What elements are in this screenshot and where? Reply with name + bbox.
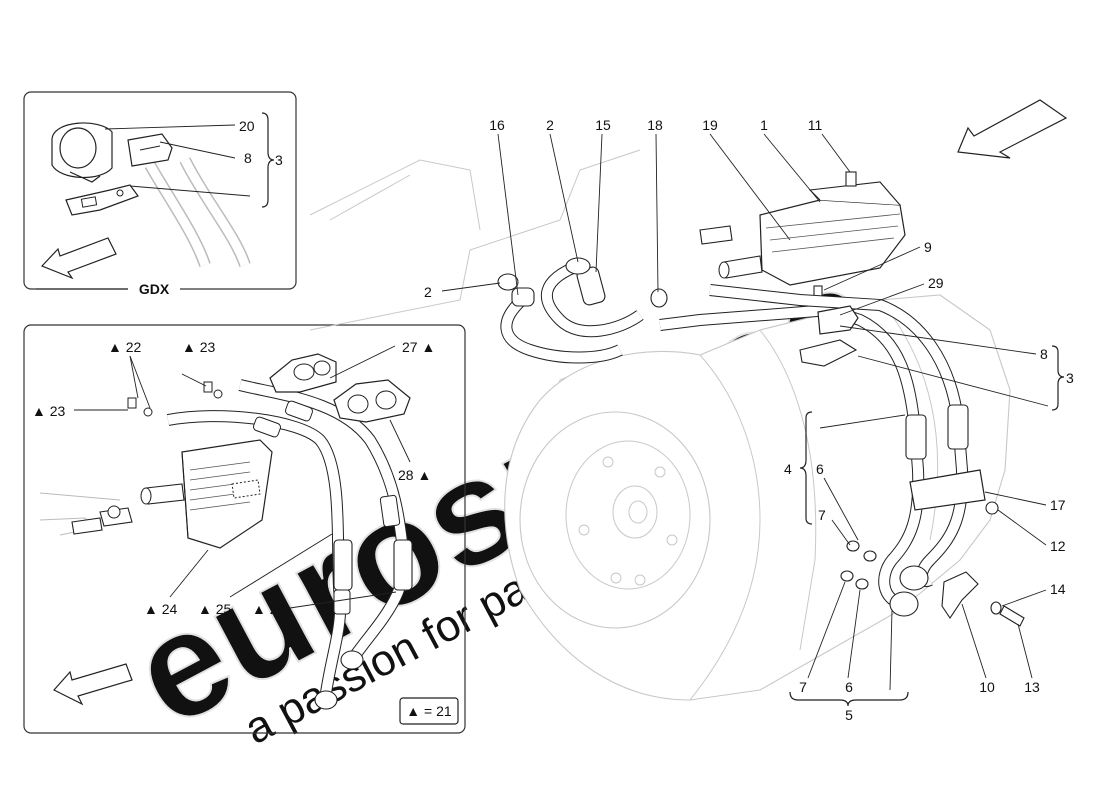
bolt-11 <box>845 171 857 187</box>
label-6a: 6 <box>816 461 824 477</box>
clamp-2b <box>497 273 519 291</box>
label-8: 8 <box>244 150 252 166</box>
oil-cooler-19 <box>699 181 906 286</box>
clamp-ring-20 <box>51 122 113 183</box>
label-6b: 6 <box>845 679 853 695</box>
clip-27 <box>269 353 337 393</box>
label-23a: ▲ 23 <box>182 339 216 355</box>
brace-4 <box>799 411 813 525</box>
label-5: 5 <box>845 707 853 723</box>
bracket-10 <box>941 571 979 619</box>
legend-text: ▲ = 21 <box>406 703 452 719</box>
clip-8 <box>127 133 173 167</box>
direction-arrow-icon <box>40 237 117 280</box>
seal-7a <box>846 540 860 552</box>
label-4: 4 <box>784 461 792 477</box>
label-20: 20 <box>239 118 255 134</box>
seal-7b <box>840 570 854 582</box>
label-25: ▲ 25 <box>198 601 232 617</box>
bracket-8 <box>799 339 858 367</box>
inset-gdx: 20 8 3 GDX <box>23 91 297 297</box>
label-22: ▲ 22 <box>108 339 142 355</box>
clamp-18 <box>650 288 668 308</box>
inset-oil-cooler: ▲ 22 ▲ 23 ▲ 23 27 ▲ 28 ▲ ▲ 24 ▲ 25 ▲ 26 … <box>23 324 466 734</box>
label-10: 10 <box>979 679 995 695</box>
label-26: ▲ 26 <box>252 601 286 617</box>
clip-17 <box>909 469 986 511</box>
bolt-23 <box>203 381 223 399</box>
oil-cooler-24 <box>140 439 273 549</box>
label-28: 28 ▲ <box>398 467 431 483</box>
label-2b: 2 <box>424 284 432 300</box>
label-7a: 7 <box>818 507 826 523</box>
hose-25 <box>167 411 346 701</box>
direction-arrow-icon <box>957 99 1068 159</box>
label-18: 18 <box>647 117 663 133</box>
label-13: 13 <box>1024 679 1040 695</box>
label-16: 16 <box>489 117 505 133</box>
bolt-22 <box>127 397 153 417</box>
bracket-3 <box>65 184 139 216</box>
inset-frame <box>23 324 466 734</box>
label-17: 17 <box>1050 497 1066 513</box>
bolt-13 <box>999 605 1025 627</box>
brace-3 <box>1051 345 1065 411</box>
nut-12 <box>985 501 999 515</box>
label-1: 1 <box>760 117 768 133</box>
hose-15 <box>541 260 643 337</box>
seal-6a <box>863 550 877 562</box>
brace-5 <box>789 691 909 707</box>
label-24: ▲ 24 <box>144 601 178 617</box>
hose-16 <box>501 296 623 363</box>
clip-28 <box>333 379 411 423</box>
main-view: 16 2 15 18 19 1 11 9 29 2 8 3 4 6 7 17 1… <box>309 99 1074 723</box>
label-8: 8 <box>1040 346 1048 362</box>
inset-caption: GDX <box>139 281 170 297</box>
label-19: 19 <box>702 117 718 133</box>
direction-arrow-icon <box>53 663 133 706</box>
label-3: 3 <box>1066 370 1074 386</box>
label-15: 15 <box>595 117 611 133</box>
label-14: 14 <box>1050 581 1066 597</box>
label-2a: 2 <box>546 117 554 133</box>
label-11: 11 <box>808 117 823 133</box>
fitting-26 <box>393 539 413 591</box>
label-23b: ▲ 23 <box>32 403 66 419</box>
label-12: 12 <box>1050 538 1066 554</box>
seal-6b <box>855 578 869 590</box>
brace-3 <box>261 112 275 208</box>
clamp-2a <box>565 257 591 275</box>
label-27: 27 ▲ <box>402 339 435 355</box>
label-3: 3 <box>275 152 283 168</box>
leader-lines <box>441 133 1049 691</box>
washer-14 <box>990 601 1002 615</box>
fitting-25 <box>333 539 353 591</box>
label-29: 29 <box>928 275 944 291</box>
label-7b: 7 <box>799 679 807 695</box>
label-9: 9 <box>924 239 932 255</box>
legend-box <box>399 697 459 725</box>
